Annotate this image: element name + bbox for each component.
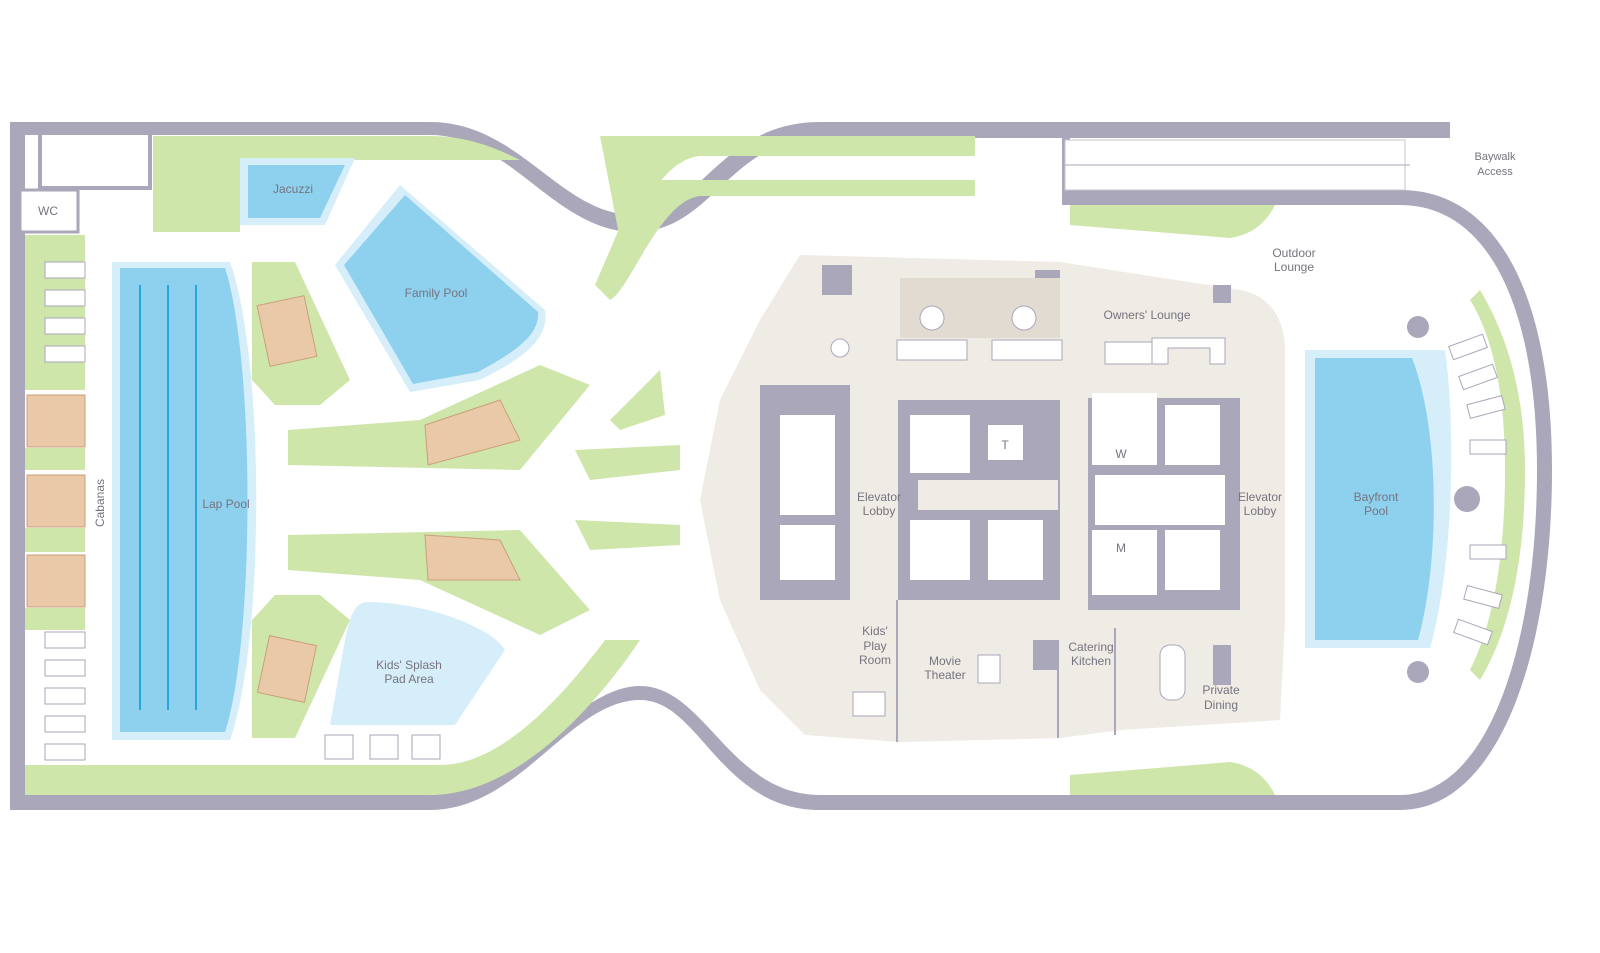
wood-decks bbox=[26, 295, 521, 703]
baywalk-stairs bbox=[1064, 139, 1410, 191]
pools bbox=[112, 158, 1452, 740]
label-lap-pool: Lap Pool bbox=[202, 497, 249, 511]
interior-furniture bbox=[830, 305, 1226, 717]
label-private: Private bbox=[1202, 683, 1240, 697]
kids-splash-pad bbox=[330, 602, 505, 725]
label-catering: Catering bbox=[1068, 640, 1113, 654]
label-jacuzzi: Jacuzzi bbox=[273, 182, 313, 196]
label-kids-splash: Kids' Splash bbox=[376, 658, 442, 672]
room-labels: WC Jacuzzi Family Pool Lap Pool Cabanas … bbox=[38, 151, 1516, 712]
label-bayfront: Bayfront bbox=[1354, 490, 1399, 504]
label-kids-play: Kids' bbox=[862, 624, 888, 638]
label-baywalk: Baywalk bbox=[1475, 151, 1516, 163]
label-elevator-lobby-right: Elevator bbox=[1238, 490, 1282, 504]
label-play: Play bbox=[863, 639, 886, 653]
label-w: W bbox=[1115, 447, 1127, 461]
label-kitchen: Kitchen bbox=[1071, 654, 1111, 668]
label-access: Access bbox=[1477, 166, 1513, 178]
wc-block bbox=[18, 131, 152, 234]
label-m: M bbox=[1116, 541, 1126, 555]
label-lounge: Lounge bbox=[1274, 260, 1314, 274]
label-room: Room bbox=[859, 653, 891, 667]
bayfront-pool bbox=[1315, 358, 1434, 640]
label-family-pool: Family Pool bbox=[405, 286, 468, 300]
label-wc: WC bbox=[38, 204, 58, 218]
label-theater: Theater bbox=[924, 668, 965, 682]
label-dining: Dining bbox=[1204, 698, 1238, 712]
label-t: T bbox=[1001, 438, 1009, 452]
core-rooms bbox=[780, 278, 1225, 595]
lap-pool bbox=[120, 268, 248, 732]
label-pad-area: Pad Area bbox=[384, 672, 434, 686]
family-pool bbox=[344, 195, 539, 384]
label-movie: Movie bbox=[929, 654, 961, 668]
lounge-chairs bbox=[44, 261, 1507, 761]
label-outdoor: Outdoor bbox=[1272, 246, 1315, 260]
label-cabanas: Cabanas bbox=[93, 479, 107, 527]
label-owners-lounge: Owners' Lounge bbox=[1103, 308, 1190, 322]
label-elevator-lobby-left-2: Lobby bbox=[863, 504, 896, 518]
label-pool: Pool bbox=[1364, 504, 1388, 518]
label-elevator-lobby-right-2: Lobby bbox=[1244, 504, 1277, 518]
jacuzzi bbox=[248, 165, 345, 218]
label-elevator-lobby-left: Elevator bbox=[857, 490, 901, 504]
